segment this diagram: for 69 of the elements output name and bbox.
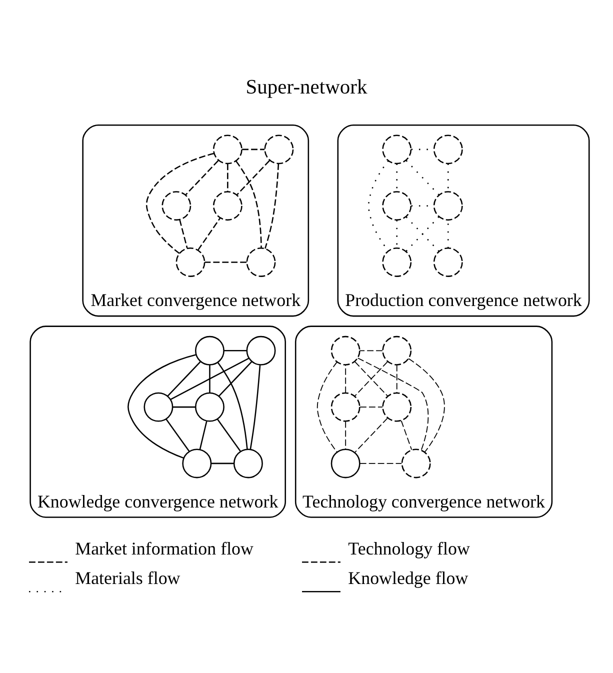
connector [360,350,383,351]
node-circle [195,335,224,365]
connector [166,418,190,452]
connector [167,360,201,396]
connector [236,160,270,195]
connector [172,406,196,408]
cluster: Market convergence network [82,124,310,316]
connector [406,216,440,252]
node-circle [401,448,431,478]
connector [250,364,261,449]
node-circle [382,134,412,164]
connector [408,358,445,452]
node-circle [382,247,412,276]
connector [242,148,265,150]
node-circle [195,392,224,422]
connector [185,160,219,195]
node-circle [433,134,463,164]
connector [217,362,248,449]
node-circle [330,335,360,365]
legend-label: Knowledge flow [348,568,468,588]
node-circle [182,448,212,478]
node-circle [144,392,174,422]
node-circle [162,190,192,220]
connector [199,420,208,450]
connector [345,364,346,393]
node-circle [246,247,276,276]
node-circle [330,448,360,478]
connector [198,217,221,250]
diagram-title: Super-network [246,76,368,98]
connector [227,163,228,192]
connector [400,420,412,450]
cluster: Production convergence network [337,124,590,316]
connector [146,152,214,254]
node-circle [382,335,412,365]
node-circle [176,247,206,276]
legend-label: Market information flow [75,538,254,558]
connector [217,418,241,452]
node-circle [212,134,242,164]
connector [236,160,262,248]
connector [209,364,210,392]
connector [345,420,346,450]
connector [218,360,252,396]
cluster: Technology convergence network [294,325,553,518]
connector [357,357,429,450]
node-circle [433,247,463,276]
connector [396,364,398,393]
cluster: Knowledge convergence network [30,325,286,518]
node-circle [233,448,263,478]
node-circle [433,190,463,220]
node-circle [264,134,294,164]
connector [354,417,388,452]
legend-label: Technology flow [348,538,470,558]
connector [264,163,280,248]
connector [359,462,402,464]
connector [179,218,188,248]
node-circle [246,335,276,365]
connector [170,357,250,400]
connector [406,160,440,195]
node-circle [330,392,360,422]
legend-label: Materials flow [75,568,180,588]
connector [360,406,383,407]
node-circle [382,392,412,422]
connector [128,354,196,458]
connector [316,361,338,452]
connector [204,261,247,262]
connector [211,462,234,464]
connector [224,350,247,351]
node-circle [212,190,242,220]
node-circle [382,190,412,220]
